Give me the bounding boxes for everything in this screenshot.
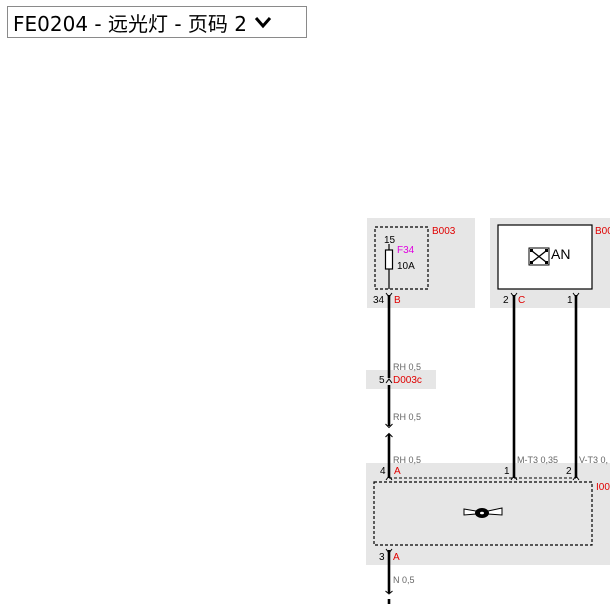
switch-bottom-pin-number: 3	[379, 552, 385, 563]
fuse-box-ref: B003	[432, 226, 456, 237]
can-module-box	[497, 224, 593, 290]
switch-bottom-pin-letter: A	[393, 552, 400, 563]
can-left-pin-letter: C	[518, 295, 525, 306]
wire-label-1: RH 0,5	[393, 362, 421, 372]
switch-pin-left-number: 4	[380, 466, 386, 477]
switch-module-component[interactable]: I00 4 A 1 2 3 A	[366, 463, 610, 565]
network-icon	[528, 247, 550, 266]
fuse-symbol-icon	[384, 244, 394, 289]
wire-d003c-to-switch[interactable]	[384, 385, 394, 478]
pin-arrow-markers	[385, 292, 580, 554]
page-selector-label: FE0204 - 远光灯 - 页码 2	[13, 11, 247, 36]
wire-label-5: V-T3 0,	[579, 455, 608, 465]
can-module-ref: B00	[595, 226, 610, 237]
stalk-switch-icon	[463, 507, 503, 518]
fuse-id: F34	[397, 245, 415, 256]
fuse-pin-letter: B	[394, 295, 401, 306]
chevron-down-icon[interactable]	[253, 12, 273, 32]
switch-pin-mid-number: 1	[504, 466, 510, 477]
fuse-top-number: 15	[384, 235, 396, 246]
fuse-box-outline	[374, 226, 429, 290]
can-right-pin-number: 1	[567, 295, 573, 306]
wire-label-2: RH 0,5	[393, 412, 421, 422]
switch-pin-right-number: 2	[566, 466, 572, 477]
wire-switch-bottom[interactable]	[384, 550, 394, 604]
connector-d003c[interactable]: 5 D003c	[366, 370, 436, 389]
wire-label-3: RH 0,5	[393, 455, 421, 465]
connector-d003c-ref: D003c	[393, 375, 422, 386]
switch-module-ref: I00	[596, 482, 610, 493]
fuse-pin-number: 34	[373, 295, 385, 306]
switch-module-outline	[373, 481, 593, 546]
wire-break-marker	[384, 426, 394, 434]
fuse-rating: 10A	[397, 261, 415, 272]
wire-label-6: N 0,5	[393, 575, 415, 585]
can-module-label: AN	[551, 246, 570, 262]
wire-label-4: M-T3 0,35	[517, 455, 558, 465]
can-module-component[interactable]: B00 AN 2 C 1	[490, 218, 610, 308]
page-selector-dropdown[interactable]: FE0204 - 远光灯 - 页码 2	[7, 6, 307, 38]
can-left-pin-number: 2	[503, 295, 509, 306]
connector-d003c-pin-number: 5	[379, 375, 385, 386]
connector-d003c-background	[366, 370, 436, 389]
switch-pin-left-letter: A	[394, 466, 401, 477]
wire-bottom-break-marker	[384, 593, 394, 599]
fuse-box-component[interactable]: B003 15 F34 10A 34 B	[367, 218, 475, 308]
